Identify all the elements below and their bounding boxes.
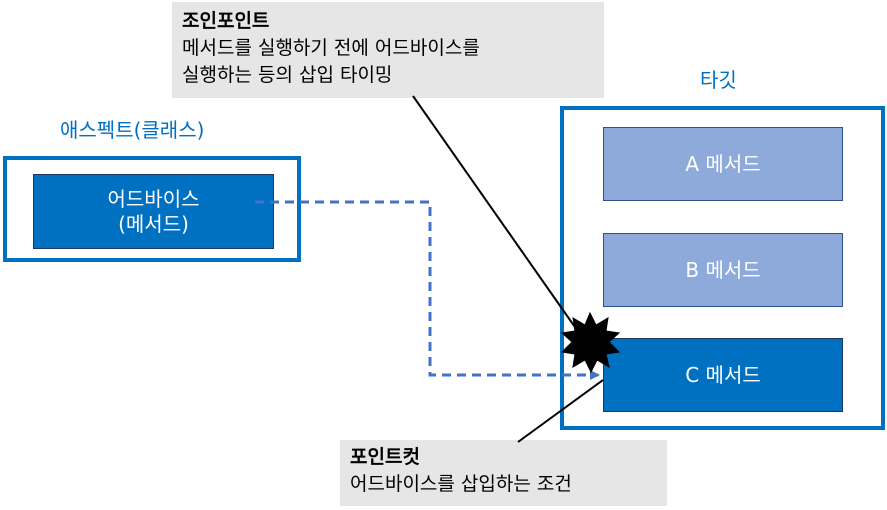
pointcut-leader-line [517, 379, 604, 443]
joinpoint-line-1: 메서드를 실행하기 전에 어드바이스를 [182, 37, 480, 59]
method-b-label: B 메서드 [685, 257, 761, 282]
aspect-label: 애스펙트(클래스) [60, 118, 205, 142]
target-label: 타깃 [700, 68, 737, 92]
joinpoint-callout: 조인포인트 메서드를 실행하기 전에 어드바이스를 실행하는 등의 삽입 타이밍 [172, 2, 604, 98]
method-b-box: B 메서드 [603, 233, 843, 307]
advice-arrow [255, 200, 600, 380]
pointcut-callout: 포인트컷 어드바이스를 삽입하는 조건 [340, 440, 667, 506]
method-a-label: A 메서드 [685, 151, 761, 176]
method-c-label: C 메서드 [685, 362, 761, 387]
method-c-box: C 메서드 [603, 338, 843, 412]
advice-method-box: 어드바이스 (메서드) [33, 174, 274, 249]
joinpoint-leader-line [412, 95, 578, 331]
joinpoint-burst-icon [560, 311, 621, 374]
pointcut-title: 포인트컷 [350, 446, 420, 468]
pointcut-text: 어드바이스를 삽입하는 조건 [350, 473, 572, 495]
advice-line-2: (메서드) [118, 211, 189, 236]
joinpoint-title: 조인포인트 [182, 10, 270, 32]
joinpoint-line-2: 실행하는 등의 삽입 타이밍 [182, 64, 393, 86]
advice-line-1: 어드바이스 [107, 186, 200, 211]
method-a-box: A 메서드 [603, 127, 843, 201]
